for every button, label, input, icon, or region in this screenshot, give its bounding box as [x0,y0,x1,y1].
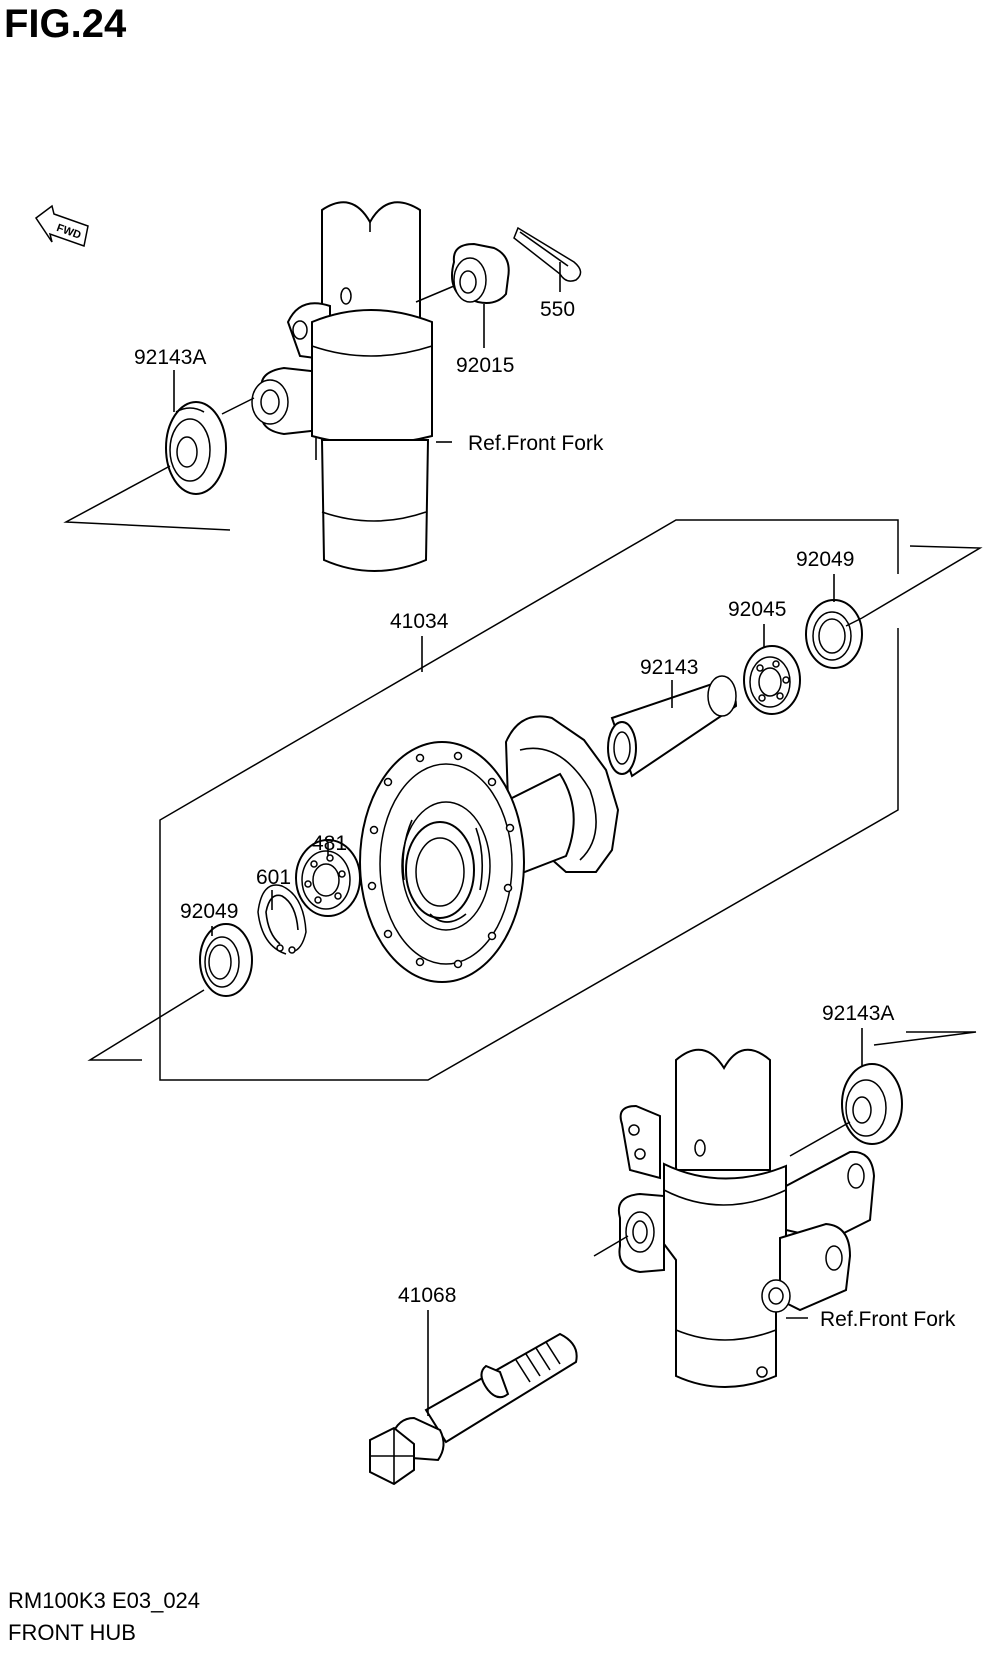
callout-ref-front-fork-top: Ref.Front Fork [468,432,604,455]
callout-92049-left: 92049 [180,900,238,923]
callout-92045: 92045 [728,598,786,621]
figure-title: FIG.24 [4,2,127,46]
callout-92049-right: 92049 [796,548,854,571]
callout-601: 601 [256,866,291,889]
spacer-92143 [607,675,738,778]
callout-550: 550 [540,298,575,321]
section-name: FRONT HUB [8,1620,136,1645]
fwd-arrow-icon: FWD [34,204,89,247]
callout-92015: 92015 [456,354,514,377]
callout-41034: 41034 [390,610,449,633]
bearing-92045 [743,645,801,715]
model-code: RM100K3 E03_024 [8,1588,201,1613]
callout-41068: 41068 [398,1284,456,1307]
axle-nut-92015 [451,242,510,304]
wheel-hub-41034 [359,715,620,983]
callout-ref-front-fork-bottom: Ref.Front Fork [820,1308,956,1331]
circlip-601 [257,884,307,955]
oil-seal-92049-left [199,923,253,997]
collar-92143a-bottom [841,1063,903,1145]
axle-bolt-41068 [369,1332,578,1486]
bearing-481 [295,839,361,917]
callout-92143a-top: 92143A [134,346,206,369]
front-fork-bottom [618,1048,876,1388]
oil-seal-92049-right [805,599,863,669]
callout-92143a-bottom: 92143A [822,1002,894,1025]
collar-92143a-top [165,401,227,495]
callout-481: 481 [312,832,347,855]
cotter-pin-550 [513,226,582,282]
callout-92143: 92143 [640,656,698,679]
front-fork-top [251,201,433,572]
hub-assembly-outline [159,519,899,1081]
leader-lines [173,262,863,1416]
